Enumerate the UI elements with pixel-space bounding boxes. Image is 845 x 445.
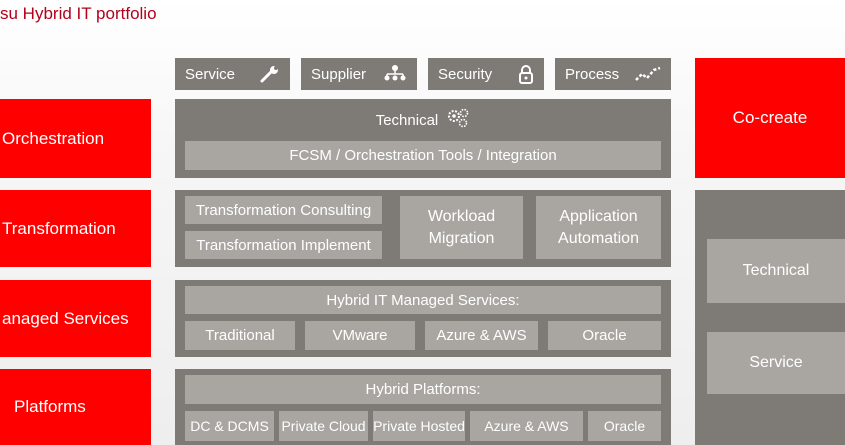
tab-label: Supplier [311,65,367,83]
row-label-transformation: Transformation [0,190,151,267]
platform-item-azure-aws: Azure & AWS [470,411,583,441]
right-service: Service [707,332,845,394]
transformation-panel: Transformation Consulting Transformation… [175,190,671,267]
workload-migration: Workload Migration [400,196,523,259]
tab-process[interactable]: Process [555,58,671,90]
tab-label: Process [565,65,620,83]
tab-supplier[interactable]: Supplier [301,58,417,90]
cocreate-box: Co-create [695,58,845,178]
tab-service[interactable]: Service [175,58,290,90]
application-automation: Application Automation [536,196,661,259]
transformation-consulting: Transformation Consulting [185,196,382,224]
platform-item-dc-dcms: DC & DCMS [185,411,274,441]
platforms-panel: Hybrid Platforms: DC & DCMS Private Clou… [175,369,671,445]
tab-security[interactable]: Security [428,58,544,90]
row-label-text: anaged Services [2,308,129,328]
transformation-implement: Transformation Implement [185,231,382,259]
managed-services-header: Hybrid IT Managed Services: [185,286,661,314]
platform-item-private-cloud: Private Cloud [279,411,368,441]
fcsm-bar: FCSM / Orchestration Tools / Integration [185,141,661,170]
technical-header-label: Technical [375,111,439,129]
wrench-icon [260,65,280,83]
lock-icon [518,64,534,84]
cocreate-label: Co-create [732,108,808,127]
right-technical: Technical [707,239,845,303]
gears-icon [446,107,470,133]
managed-item-traditional: Traditional [185,321,295,350]
row-label-text: Transformation [2,218,116,238]
row-label-managed-services: anaged Services [0,280,151,357]
platforms-header: Hybrid Platforms: [185,375,661,404]
managed-item-oracle: Oracle [548,321,661,350]
tab-label: Service [185,65,236,83]
platform-item-private-hosted: Private Hosted [373,411,465,441]
right-panel: Technical Service [695,190,845,445]
technical-header: Technical [175,105,671,135]
page-title: su Hybrid IT portfolio [0,4,157,23]
row-label-text: Orchestration [2,128,105,148]
technical-panel: Technical FCSM / Orchestration Tools / I… [175,99,671,178]
people-network-icon [383,64,407,84]
row-label-text: Platforms [14,397,86,416]
managed-item-azure-aws: Azure & AWS [425,321,538,350]
managed-services-panel: Hybrid IT Managed Services: Traditional … [175,280,671,357]
tab-label: Security [438,65,493,83]
row-label-platforms: Platforms [0,369,151,445]
managed-item-vmware: VMware [305,321,415,350]
row-label-orchestration: Orchestration [0,99,151,178]
platform-item-oracle: Oracle [588,411,661,441]
trend-line-icon [635,66,661,82]
